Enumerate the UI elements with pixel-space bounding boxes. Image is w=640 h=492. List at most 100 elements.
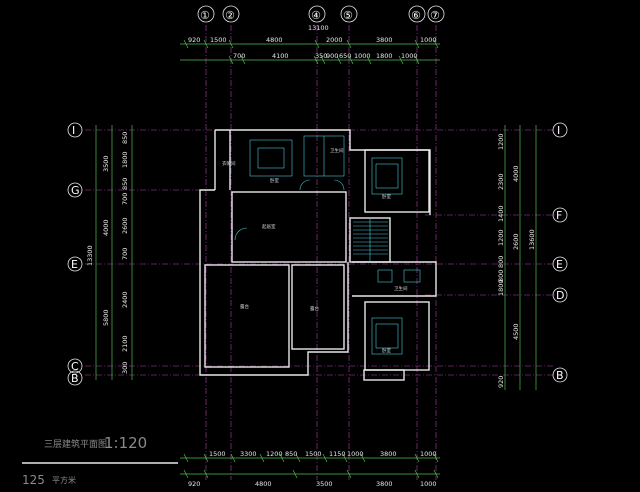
dim-bottom-6: 1150 (329, 450, 346, 458)
axis-label-top-5: ⑤ (343, 9, 353, 22)
room-label-bath-n: 卫生间 (330, 147, 344, 154)
dim-top2-1: 700 (233, 52, 245, 60)
dim-top-3: 4800 (266, 36, 283, 44)
dim-left-2: 1800 (121, 151, 129, 168)
room-label-terrace-w: 露台 (240, 303, 249, 310)
dim-right-outer-1: 4000 (512, 165, 520, 182)
axis-bubble-right-e (552, 256, 568, 272)
dim-left-6: 700 (121, 248, 129, 260)
area-unit: 平方米 (52, 475, 76, 485)
drawing-scale: 1:120 (104, 434, 147, 452)
dim-bottom2-4: 3800 (376, 480, 393, 488)
axis-bubble-left-e (67, 256, 83, 272)
dim-left-8: 2100 (121, 335, 129, 352)
dim-bottom2-5: 1000 (420, 480, 437, 488)
axis-label-left-i: I (72, 124, 75, 137)
axis-bubble-right-b (552, 367, 568, 383)
dim-right-2: 2300 (497, 173, 505, 190)
dim-right-3: 1400 (497, 205, 505, 222)
dim-right-7: 1800 (497, 279, 505, 296)
dim-bottom-4: 850 (285, 450, 297, 458)
dim-right-1: 1200 (497, 133, 505, 150)
dim-left-outer-2: 4000 (102, 219, 110, 236)
dim-right-5: 800 (497, 256, 505, 268)
axis-bubble-left-c (67, 358, 83, 374)
axis-bubble-top-5 (340, 5, 358, 23)
dim-right-total: 13600 (528, 229, 536, 250)
dim-left-outer-3: 5800 (102, 309, 110, 326)
dim-left-5: 2600 (121, 217, 129, 234)
dim-bottom-8: 3800 (380, 450, 397, 458)
dim-bottom2-2: 4800 (255, 480, 272, 488)
dim-top-1: 920 (188, 36, 200, 44)
axis-bubble-left-g (67, 182, 83, 198)
dim-right-outer-3: 4500 (512, 323, 520, 340)
dim-bottom-2: 3300 (240, 450, 257, 458)
axis-label-right-i: I (557, 124, 560, 137)
dim-left-7: 2400 (121, 291, 129, 308)
axis-bubble-top-6 (408, 5, 426, 23)
axis-bubble-top-7 (427, 5, 445, 23)
dim-left-outer-1: 3500 (102, 155, 110, 172)
dim-left-4: 700 (121, 193, 129, 205)
axis-bubble-top-2 (222, 5, 240, 23)
axis-label-right-b: B (556, 369, 564, 382)
room-label-living: 起居室 (262, 223, 276, 230)
axis-label-top-7: ⑦ (430, 9, 440, 22)
dim-left-1: 850 (121, 132, 129, 144)
axis-bubble-right-i (552, 122, 568, 138)
dim-top-total: 13100 (308, 24, 329, 32)
room-label-closet: 衣帽间 (222, 160, 236, 167)
dim-top-6: 1000 (420, 36, 437, 44)
axis-bubble-top-4 (308, 5, 326, 23)
axis-bubble-left-b (67, 370, 83, 386)
room-label-bedroom-ne: 卧室 (382, 193, 391, 200)
axis-bubble-right-d (552, 287, 568, 303)
room-label-bath-e: 卫生间 (394, 285, 408, 292)
dim-top-4: 2000 (326, 36, 343, 44)
dim-top-2: 1500 (210, 36, 227, 44)
axis-label-right-e: E (556, 258, 563, 271)
axis-label-top-6: ⑥ (411, 9, 421, 22)
dim-right-6: 800 (497, 270, 505, 282)
room-label-bedroom-nw: 卧室 (270, 177, 279, 184)
dim-bottom2-1: 920 (188, 480, 200, 488)
axis-label-left-g: G (71, 184, 80, 197)
axis-bubble-left-i (67, 122, 83, 138)
axis-label-right-f: F (556, 209, 562, 222)
dim-left-9: 300 (121, 362, 129, 374)
dim-top2-2: 4100 (272, 52, 289, 60)
axis-label-top-1: ① (200, 9, 210, 22)
dim-top2-7: 1800 (376, 52, 393, 60)
axis-grid (85, 25, 555, 480)
dim-left-3: 850 (121, 178, 129, 190)
interior-details (234, 135, 421, 355)
walls (199, 129, 437, 381)
dimension-lines (95, 39, 537, 479)
dim-top-5: 3800 (376, 36, 393, 44)
axis-label-top-4: ④ (311, 9, 321, 22)
dim-right-outer-2: 2600 (512, 233, 520, 250)
axis-label-right-d: D (556, 289, 564, 302)
dim-top2-5: 650 (339, 52, 351, 60)
area-value: 125 (22, 473, 45, 487)
dim-bottom2-3: 3500 (316, 480, 333, 488)
axis-label-left-c: C (71, 360, 79, 373)
dim-top2-6: 1000 (354, 52, 371, 60)
axis-label-left-e: E (71, 258, 78, 271)
drawing-title: 三层建筑平面图 (44, 438, 107, 450)
axis-label-left-b: B (71, 372, 79, 385)
dim-right-8: 920 (497, 376, 505, 388)
axis-bubble-top-1 (197, 5, 215, 23)
dim-bottom-3: 1200 (266, 450, 283, 458)
dim-top2-4: 900 (326, 52, 338, 60)
dim-top2-8: 1000 (401, 52, 418, 60)
axis-label-top-2: ② (225, 9, 235, 22)
room-label-terrace-c: 露台 (310, 305, 319, 312)
dim-top2-3: 350 (315, 52, 327, 60)
dim-left-total: 13300 (86, 245, 94, 266)
dim-bottom-5: 1500 (305, 450, 322, 458)
dim-bottom-7: 1000 (347, 450, 364, 458)
dim-right-4: 1200 (497, 229, 505, 246)
